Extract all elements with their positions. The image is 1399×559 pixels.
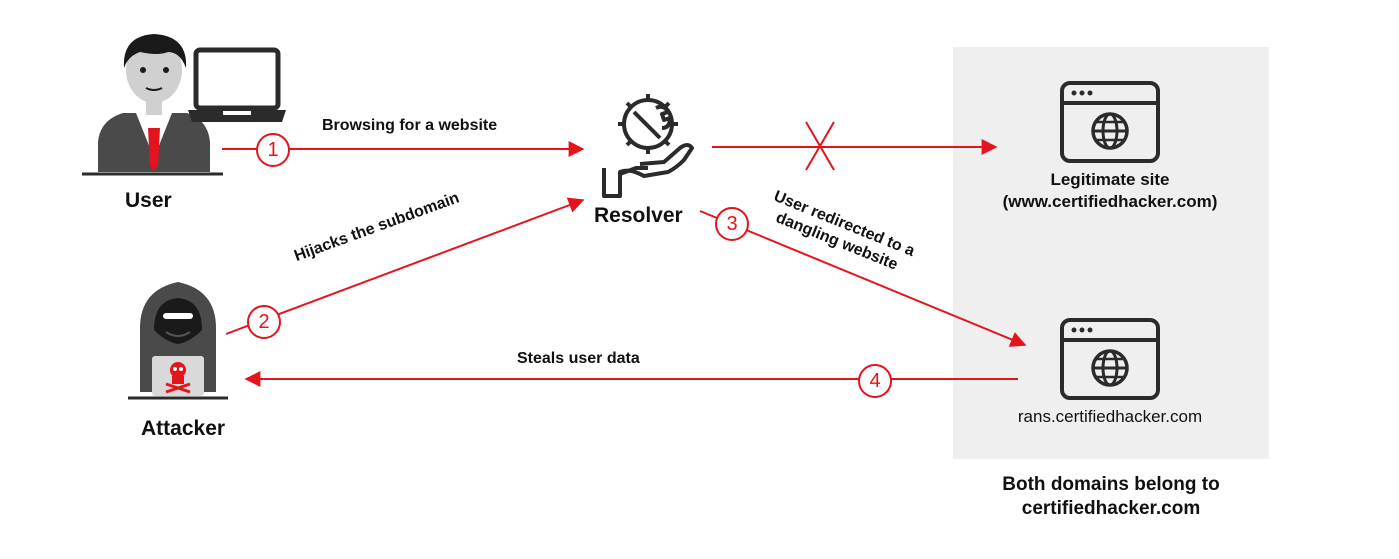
hooded-hacker-icon [128,282,228,400]
step-2-badge: 2 [247,305,281,339]
domains-caption: Both domains belong to certifiedhacker.c… [953,473,1269,521]
gear-wrench-hand-icon [602,94,694,198]
blocked-cross-icon [805,121,835,171]
domains-caption-line2: certifiedhacker.com [1021,498,1201,519]
laptop-icon [188,47,286,122]
legit-site-label: Legitimate site (www.certifiedhacker.com… [970,169,1250,213]
legit-site-label-line2: (www.certifiedhacker.com) [1002,192,1218,211]
step-1-label: Browsing for a website [322,117,498,134]
step-3-badge: 3 [715,207,749,241]
resolver-label: Resolver [594,204,683,227]
arrow-attacker-to-resolver [225,197,585,335]
businessman-icon [82,34,223,176]
browser-globe-icon [1060,81,1160,163]
step-4-badge: 4 [858,364,892,398]
step-4-label: Steals user data [517,350,640,367]
step-1-badge: 1 [256,133,290,167]
domains-caption-line1: Both domains belong to [1002,474,1220,495]
arrow-resolver-to-rans [699,210,1027,347]
user-label: User [125,189,172,212]
legit-site-label-line1: Legitimate site [1050,170,1170,189]
attacker-label: Attacker [141,417,226,440]
browser-globe-icon [1060,318,1160,400]
rans-site-label: rans.certifiedhacker.com [1017,407,1203,426]
